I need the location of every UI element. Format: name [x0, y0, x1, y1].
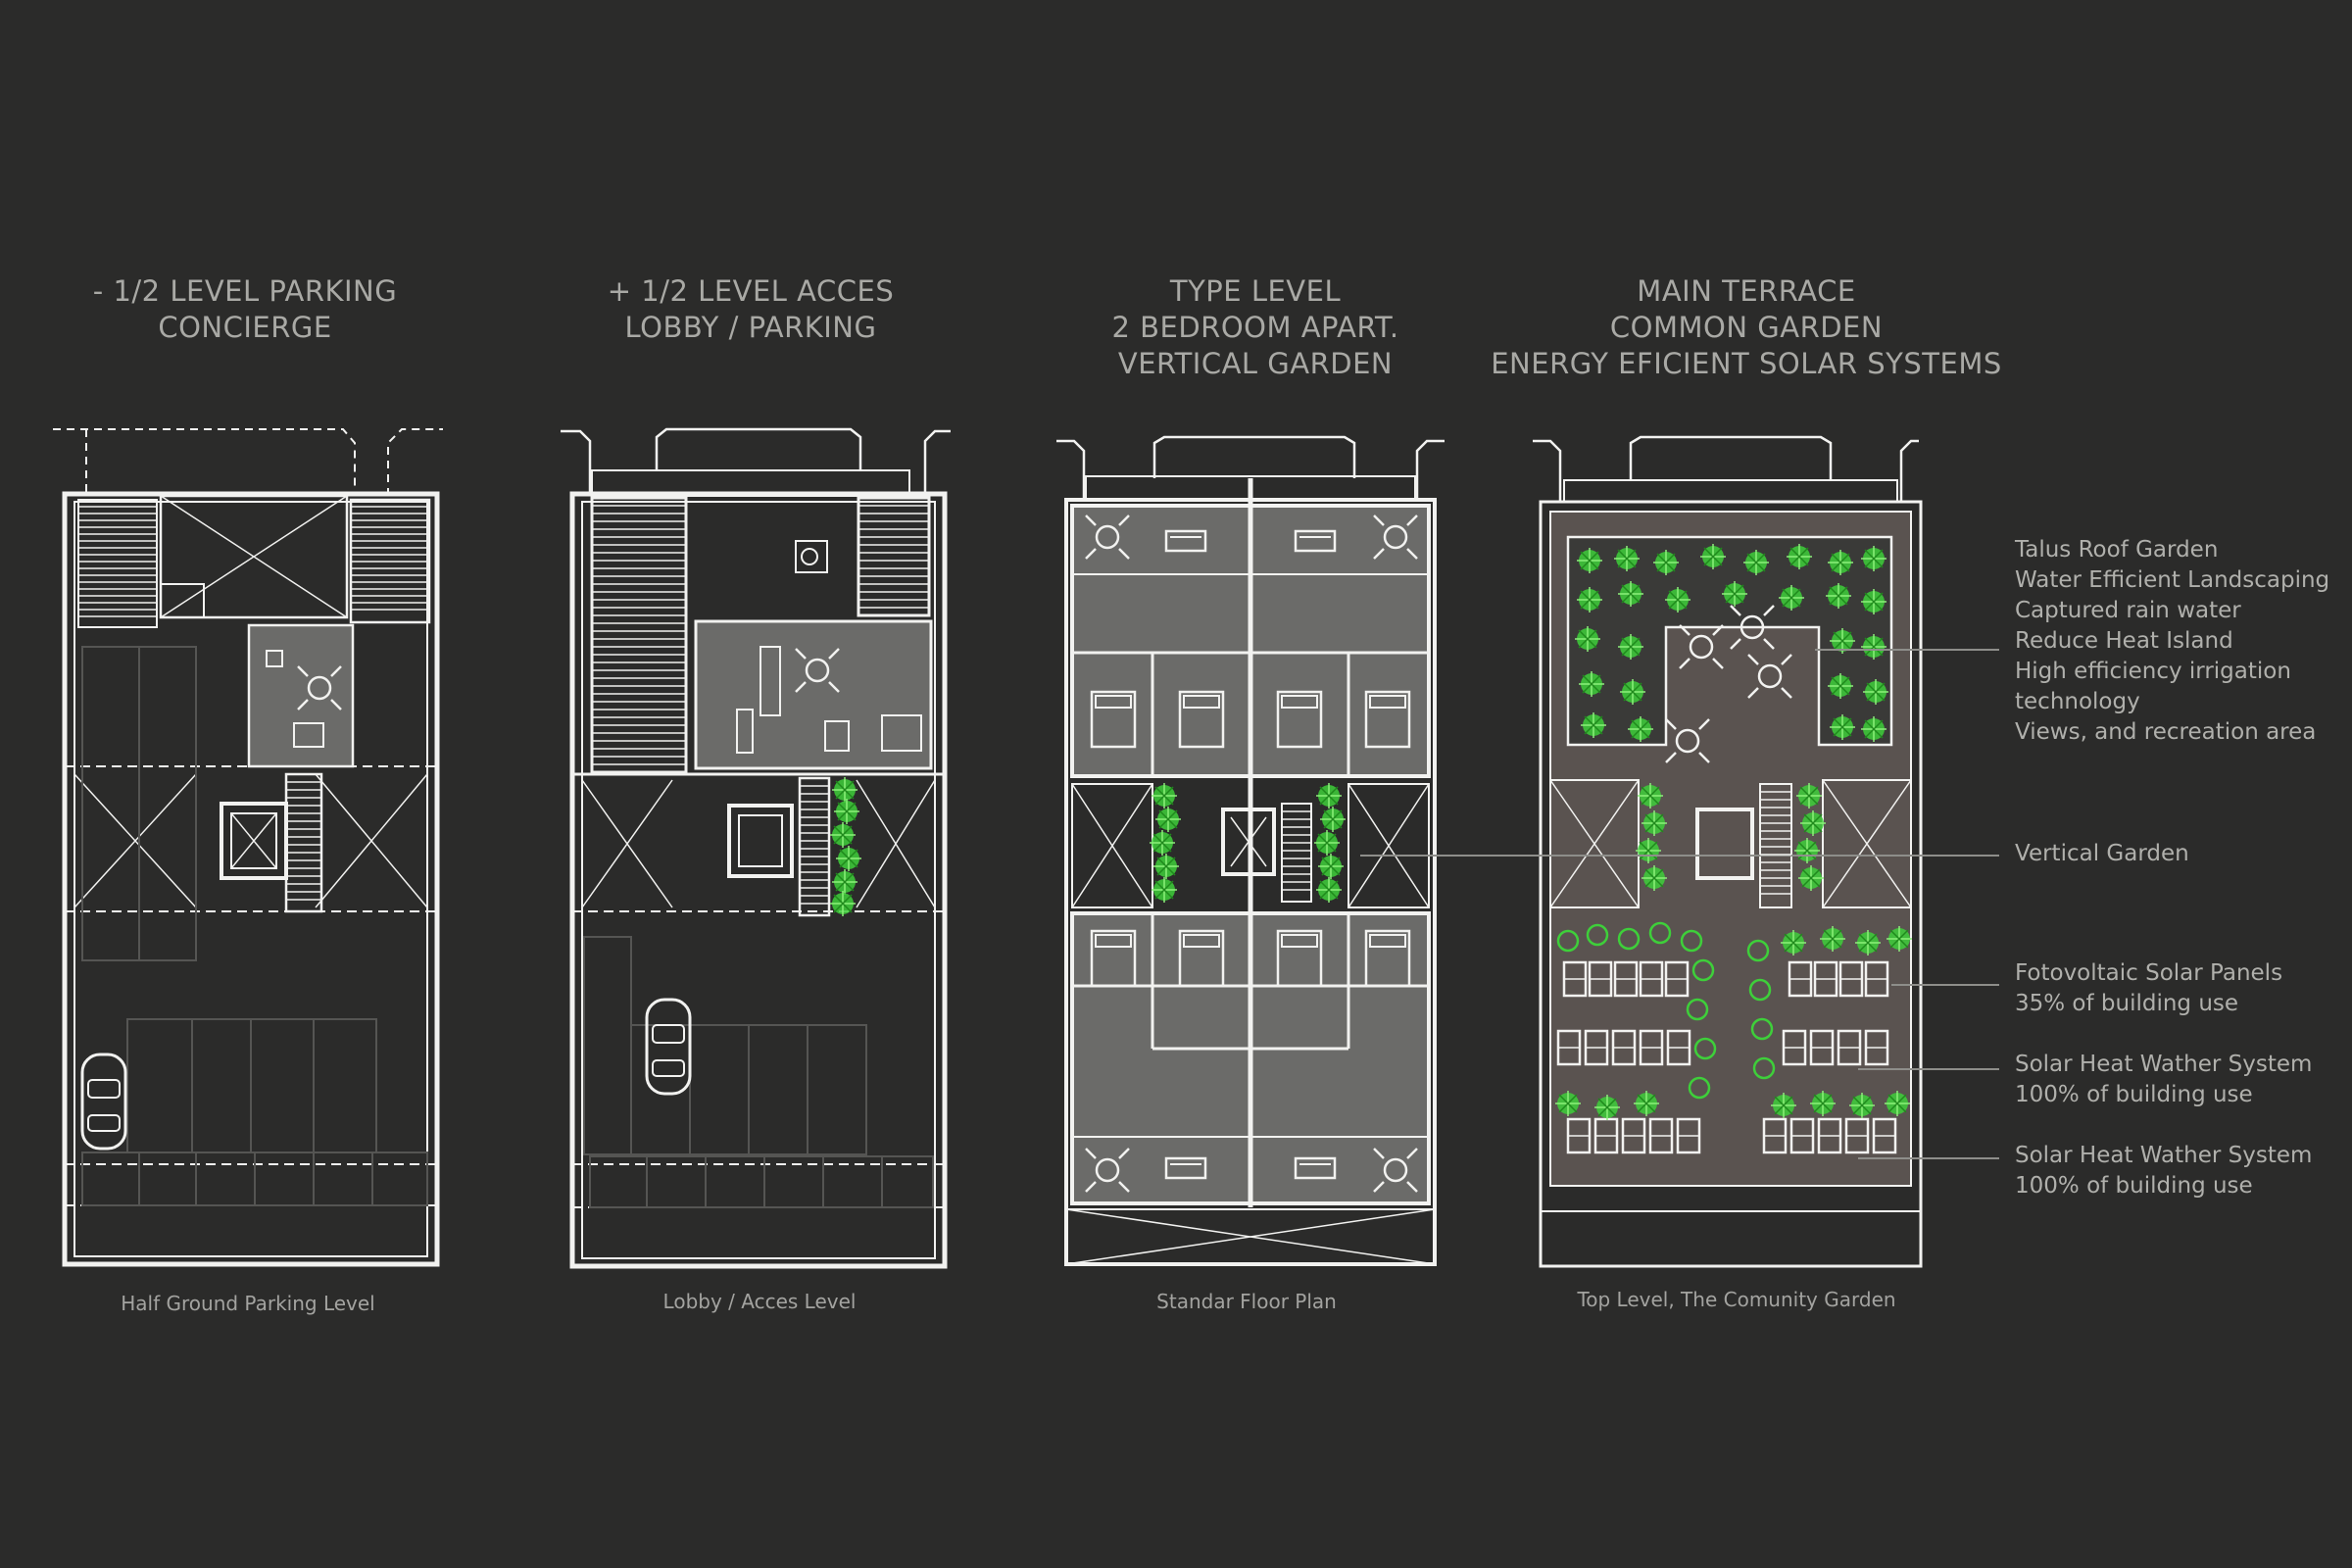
vertical-garden-lobby [829, 776, 862, 917]
stair-treads [1760, 791, 1791, 895]
stair-treads [1282, 810, 1311, 891]
plan-type-level [1056, 435, 1445, 1266]
stair-treads [592, 505, 686, 765]
legend-solar-heat-1: Solar Heat Wather System 100% of buildin… [2015, 1052, 2313, 1107]
plan-title-main-terrace: MAIN TERRACE COMMON GARDEN ENERGY EFICIE… [1491, 274, 2002, 380]
plan-main-terrace [1533, 435, 1923, 1268]
plan-title-type-level: TYPE LEVEL 2 BEDROOM APART. VERTICAL GAR… [1111, 274, 1399, 380]
legend-leader-lines [1360, 649, 1999, 1159]
caption-top-level: Top Level, The Comunity Garden [1577, 1288, 1896, 1311]
legend-roof-garden: Talus Roof Garden Water Efficient Landsc… [2015, 537, 2330, 745]
legend-solar-heat-2: Solar Heat Wather System 100% of buildin… [2015, 1143, 2313, 1199]
stair-treads [286, 781, 321, 901]
plan-parking [53, 428, 443, 1267]
stair-treads [858, 505, 929, 609]
stair-treads [800, 785, 829, 905]
plan-title-lobby: + 1/2 LEVEL ACCES LOBBY / PARKING [607, 274, 895, 344]
legend-fotovoltaic: Fotovoltaic Solar Panels 35% of building… [2015, 960, 2283, 1016]
plan-title-parking: - 1/2 LEVEL PARKING CONCIERGE [92, 274, 398, 344]
stair-treads [78, 506, 157, 617]
legend-vertical-garden: Vertical Garden [2015, 841, 2189, 866]
caption-lobby: Lobby / Acces Level [662, 1290, 857, 1313]
plan-lobby [561, 427, 951, 1269]
caption-parking: Half Ground Parking Level [121, 1292, 375, 1315]
caption-standard: Standar Floor Plan [1156, 1290, 1337, 1313]
stair-treads [351, 506, 429, 611]
